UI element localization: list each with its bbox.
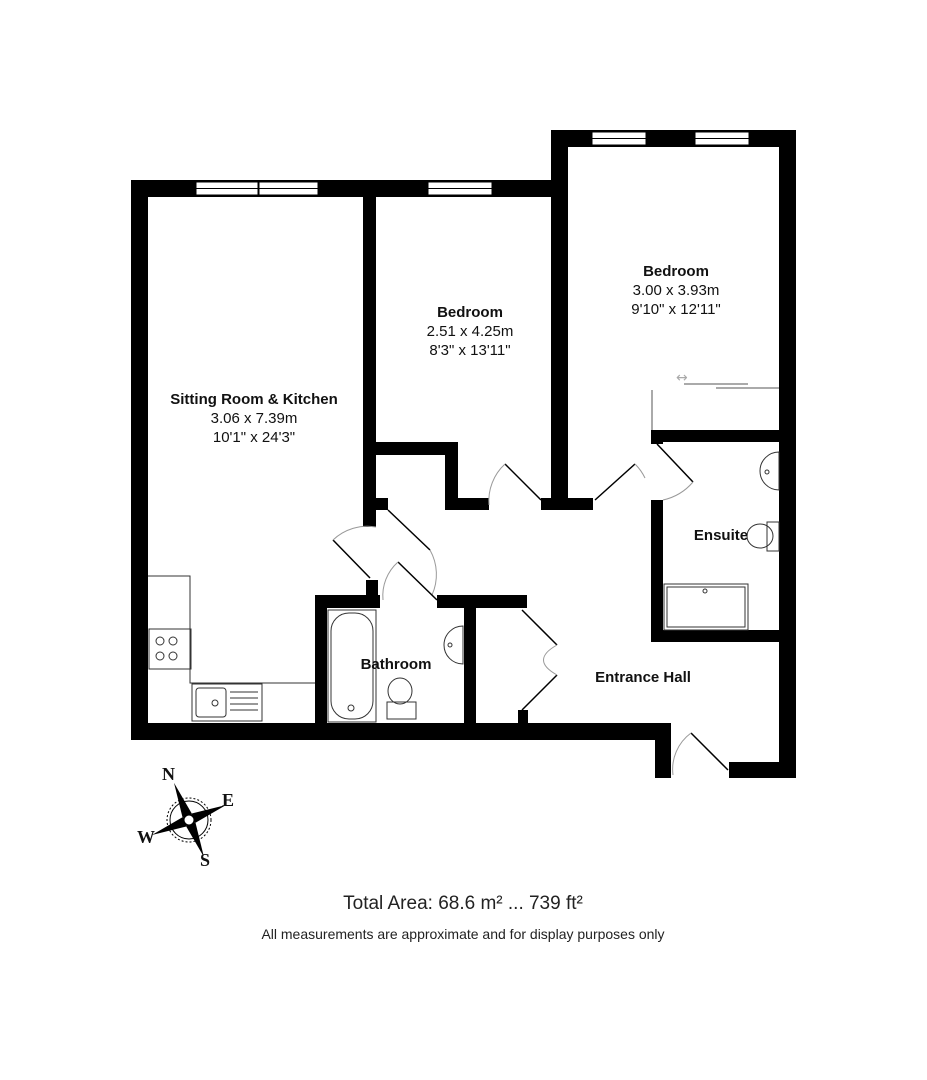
room-imperial: 10'1" x 24'3": [212, 429, 296, 446]
svg-text:↔: ↔: [676, 370, 688, 386]
compass-west-label: W: [137, 827, 155, 847]
compass-rose: [151, 782, 227, 858]
compass-north-label: N: [162, 764, 175, 784]
room-metric: 2.51 x 4.25m: [426, 323, 514, 340]
room-imperial: 8'3" x 13'11": [429, 342, 511, 359]
total-area: Total Area: 68.6 m² ... 739 ft²: [343, 893, 583, 914]
room-imperial: 9'10" x 12'11": [631, 301, 721, 318]
room-name: Bathroom: [360, 656, 432, 673]
room-label-entrance-hall: Entrance Hall: [595, 668, 691, 687]
compass-south-label: S: [200, 850, 211, 870]
room-label-bedroom-2: Bedroom 3.00 x 3.93m 9'10" x 12'11": [631, 262, 721, 319]
walls: [131, 130, 796, 778]
room-name: Entrance Hall: [595, 669, 691, 686]
room-metric: 3.06 x 7.39m: [210, 410, 298, 427]
windows: [195, 131, 750, 196]
room-label-bedroom-1: Bedroom 2.51 x 4.25m 8'3" x 13'11": [427, 303, 514, 360]
room-name: Sitting Room & Kitchen: [170, 391, 338, 408]
room-name: Ensuite: [693, 527, 749, 544]
room-name: Bedroom: [437, 304, 503, 321]
room-label-bathroom: Bathroom: [361, 655, 432, 674]
room-name: Bedroom: [643, 263, 709, 280]
doors: [332, 443, 729, 776]
room-metric: 3.00 x 3.93m: [632, 282, 720, 299]
disclaimer: All measurements are approximate and for…: [261, 926, 665, 942]
compass-east-label: E: [222, 790, 235, 810]
room-label-ensuite: Ensuite: [694, 526, 748, 545]
fixtures: [148, 451, 780, 723]
wardrobe: ↔: [651, 370, 779, 430]
room-label-sitting-room: Sitting Room & Kitchen 3.06 x 7.39m 10'1…: [170, 390, 338, 447]
